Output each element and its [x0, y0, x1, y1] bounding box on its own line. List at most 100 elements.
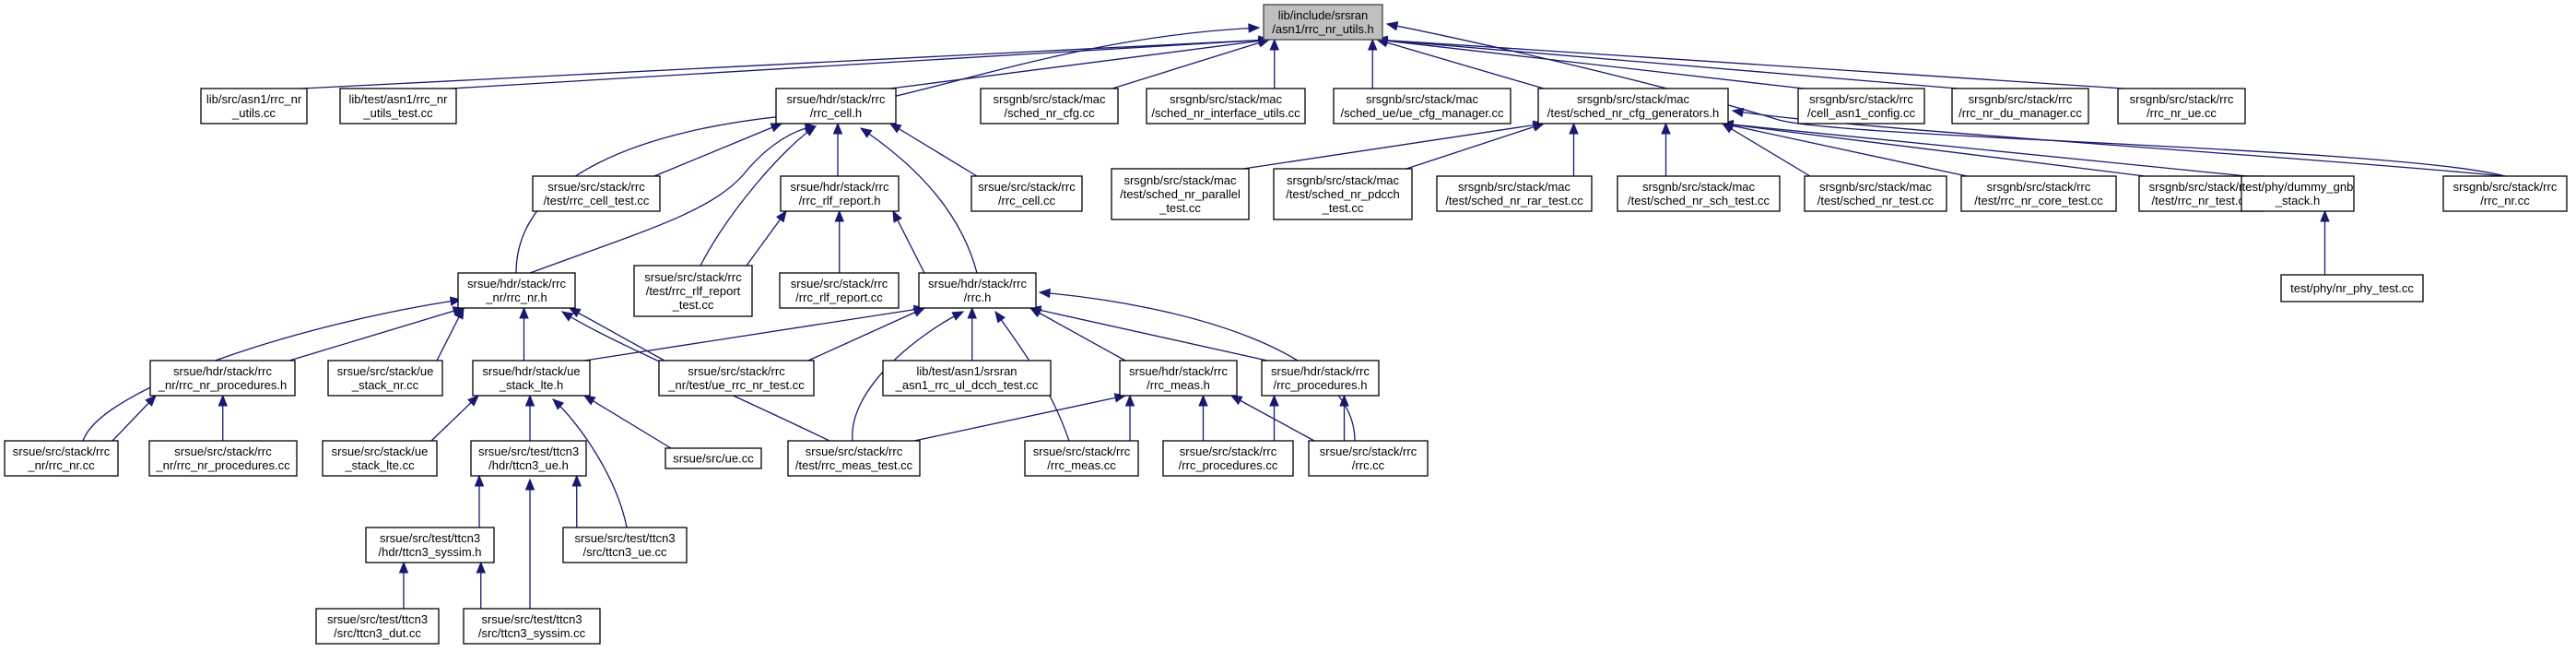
node-label-line: srsgnb/src/stack/mac [1287, 173, 1400, 187]
node-cell-asn1-config-cc[interactable]: srsgnb/src/stack/rrc/cell_asn1_config.cc [1797, 88, 1925, 124]
arrowhead [832, 122, 843, 135]
node-rrc-meas-h[interactable]: srsue/hdr/stack/rrc/rrc_meas.h [1119, 360, 1238, 397]
node-ttcn3-dut-cc[interactable]: srsue/src/test/ttcn3/src/ttcn3_dut.cc [315, 608, 440, 645]
node-ttcn3-ue-cc[interactable]: srsue/src/test/ttcn3/src/ttcn3_ue.cc [562, 527, 688, 563]
node-sched-nr-cfg-generators-h[interactable]: srsgnb/src/stack/mac/test/sched_nr_cfg_g… [1537, 88, 1729, 124]
node-rrc-nr-procedures-h[interactable]: srsue/hdr/stack/rrc_nr/rrc_nr_procedures… [149, 360, 296, 397]
node-ttcn3-syssim-h[interactable]: srsue/src/test/ttcn3/hdr/ttcn3_syssim.h [365, 527, 495, 563]
node-label-line: /rrc.cc [1352, 458, 1385, 472]
node-rrc-rlf-report-test-cc[interactable]: srsue/src/stack/rrc/test/rrc_rlf_report_… [633, 265, 753, 317]
node-ttcn3-ue-h[interactable]: srsue/src/test/ttcn3/hdr/ttcn3_ue.h [470, 440, 587, 477]
node-label-line: /rrc_rlf_report.h [799, 194, 881, 207]
node-box [1146, 88, 1306, 124]
node-ue-cfg-manager-cc[interactable]: srsgnb/src/stack/mac/sched_ue/ue_cfg_man… [1333, 88, 1511, 124]
edge-line [1029, 307, 1126, 362]
edge-line [1376, 39, 1958, 89]
node-sched-nr-parallel-test-cc[interactable]: srsgnb/src/stack/mac/test/sched_nr_paral… [1111, 168, 1250, 220]
edge-line [1242, 123, 1545, 170]
node-rrc-meas-cc[interactable]: srsue/src/stack/rrc/rrc_meas.cc [1024, 440, 1139, 477]
node-ue-rrc-nr-test-cc[interactable]: srsue/src/stack/rrc_nr/test/ue_rrc_nr_te… [658, 360, 815, 397]
node-rrc-rlf-report-cc[interactable]: srsue/src/stack/rrc/rrc_rlf_report.cc [779, 272, 900, 309]
node-rrc-nr-du-manager-cc[interactable]: srsgnb/src/stack/rrc/rrc_nr_du_manager.c… [1951, 88, 2089, 124]
node-rrc-cell-test-cc[interactable]: srsue/src/stack/rrc/test/rrc_cell_test.c… [532, 175, 661, 212]
node-rrc-cc[interactable]: srsue/src/stack/rrc/rrc.cc [1308, 440, 1429, 477]
node-rrc-cell-h[interactable]: srsue/hdr/stack/rrc/rrc_cell.h [775, 88, 897, 124]
arrowhead [1569, 122, 1579, 135]
node-rrc-meas-test-cc[interactable]: srsue/src/stack/rrc/test/rrc_meas_test.c… [787, 440, 921, 477]
arrowhead [1269, 394, 1279, 407]
node-sched-nr-interface-utils-cc[interactable]: srsgnb/src/stack/mac/sched_nr_interface_… [1146, 88, 1306, 124]
node-sched-nr-rar-test-cc[interactable]: srsgnb/src/stack/mac/test/sched_nr_rar_t… [1436, 175, 1593, 212]
node-label-line: _nr/test/ue_rrc_nr_test.cc [667, 378, 805, 392]
node-nr-phy-test-cc[interactable]: test/phy/nr_phy_test.cc [2280, 274, 2424, 302]
node-rrc-procedures-cc[interactable]: srsue/src/stack/rrc/rrc_procedures.cc [1162, 440, 1294, 477]
arrowhead [571, 474, 582, 487]
node-rrc-h[interactable]: srsue/hdr/stack/rrc/rrc.h [918, 272, 1037, 309]
node-label-line: srsue/src/stack/ue [332, 445, 429, 458]
node-label-line: srsgnb/src/stack/mac [1123, 173, 1237, 187]
arrowhead [770, 123, 783, 133]
node-rrc-nr-procedures-cc[interactable]: srsue/src/stack/rrc_nr/rrc_nr_procedures… [148, 440, 298, 477]
edge-rrc-nr-ue-cc-to-root [1375, 35, 2124, 89]
node-label-line: _nr/rrc_nr_procedures.cc [155, 458, 290, 472]
node-ue-stack-lte-h[interactable]: srsue/hdr/stack/ue_stack_lte.h [472, 360, 591, 397]
edge-sched-nr-cfg-generators-h-to-root [1375, 38, 1545, 89]
node-rrc-nr-ue-cc[interactable]: srsgnb/src/stack/rrc/rrc_nr_ue.cc [2117, 88, 2246, 124]
node-ue-rrc-nr-h[interactable]: srsue/hdr/stack/rrc_nr/rrc_nr.h [457, 272, 576, 309]
edge-nr-phy-test-cc-to-dummy-gnb-stack-h [2320, 209, 2330, 275]
node-label-line: srsgnb/src/stack/mac [1170, 92, 1283, 106]
node-rrc-ul-dcch-test-cc[interactable]: lib/test/asn1/srsran_asn1_rrc_ul_dcch_te… [882, 360, 1052, 397]
edge-line [1376, 39, 1805, 89]
edge-line [430, 395, 479, 442]
arrowhead [1368, 38, 1378, 51]
node-sched-nr-pdcch-test-cc[interactable]: srsgnb/src/stack/mac/test/sched_nr_pdcch… [1273, 168, 1413, 220]
arrowhead [994, 310, 1006, 324]
node-label-line: /hdr/ttcn3_ue.h [488, 458, 569, 472]
node-sched-nr-cfg-cc[interactable]: srsgnb/src/stack/mac/sched_nr_cfg.cc [980, 88, 1119, 124]
edge-path [700, 125, 817, 267]
node-ttcn3-syssim-cc[interactable]: srsue/src/test/ttcn3/src/ttcn3_syssim.cc [463, 608, 601, 645]
edge-rrc-nr-procedures-cc-to-rrc-nr-procedures-h [218, 394, 228, 441]
node-sched-nr-sch-test-cc[interactable]: srsgnb/src/stack/mac/test/sched_nr_sch_t… [1617, 175, 1781, 212]
node-label-line: srsgnb/src/stack/mac [1819, 180, 1933, 194]
edge-ue-stack-lte-h-to-ue-rrc-nr-h [519, 306, 529, 361]
node-label-line: srsgnb/src/stack/rrc [2130, 92, 2234, 106]
node-ue-stack-lte-cc[interactable]: srsue/src/stack/ue_stack_lte.cc [322, 440, 438, 477]
node-box [2280, 274, 2424, 302]
edge-ue-cc-to-ue-stack-lte-h [582, 395, 672, 449]
node-root[interactable]: lib/include/srsran/asn1/rrc_nr_utils.h [1263, 4, 1383, 41]
node-rrc-nr-utils-test-cc[interactable]: lib/test/asn1/rrc_nr_utils_test.cc [339, 88, 457, 124]
node-rrc-cell-cc[interactable]: srsue/src/stack/rrc/rrc_cell.cc [970, 175, 1083, 212]
edge-ue-cfg-manager-cc-to-root [1368, 38, 1378, 89]
edges-layer [82, 21, 2506, 609]
node-box [532, 175, 661, 212]
node-label-line: lib/test/asn1/rrc_nr [349, 92, 449, 106]
arrowhead [1339, 394, 1349, 407]
node-ue-rrc-nr-cc[interactable]: srsue/src/stack/rrc_nr/rrc_nr.cc [4, 440, 119, 477]
node-rrc-rlf-report-h[interactable]: srsue/hdr/stack/rrc/rrc_rlf_report.h [780, 175, 900, 212]
node-box [970, 175, 1083, 212]
node-asn1-rrc-nr-utils-cc[interactable]: lib/src/asn1/rrc_nr_utils.cc [200, 88, 308, 124]
node-label-line: srsue/src/stack/rrc [688, 364, 785, 378]
node-label-line: srsue/src/stack/rrc [1033, 445, 1131, 458]
arrowhead [145, 395, 157, 407]
edge-ue-stack-nr-cc-to-ue-rrc-nr-h [436, 306, 465, 362]
node-rrc-nr-core-test-cc[interactable]: srsgnb/src/stack/rrc/test/rrc_nr_core_te… [1960, 175, 2117, 212]
node-sched-nr-test-cc[interactable]: srsgnb/src/stack/mac/test/sched_nr_test.… [1804, 175, 1947, 212]
node-label-line: srsgnb/src/stack/mac [1366, 92, 1479, 106]
edge-ue-rrc-nr-test-cc-to-ue-rrc-nr-h [568, 307, 665, 362]
edge-line [583, 395, 672, 449]
node-ue-cc[interactable]: srsue/src/ue.cc [665, 447, 762, 469]
arrowhead [476, 561, 486, 574]
node-ue-stack-nr-cc[interactable]: srsue/src/stack/ue_stack_nr.cc [327, 360, 443, 397]
node-label-line: srsue/src/stack/rrc [547, 180, 645, 194]
edge-gnb-rrc-nr-cc-to-root [1385, 21, 2506, 177]
node-label-line: lib/include/srsran [1278, 8, 1369, 22]
edge-path [1039, 291, 1356, 442]
arrowhead [560, 311, 574, 322]
node-rrc-procedures-h[interactable]: srsue/hdr/stack/rrc/rrc_procedures.h [1261, 360, 1380, 397]
node-gnb-rrc-nr-cc[interactable]: srsgnb/src/stack/rrc/rrc_nr.cc [2442, 175, 2568, 212]
node-dummy-gnb-stack-h[interactable]: test/phy/dummy_gnb_stack.h [2241, 175, 2355, 212]
edge-sched-nr-interface-utils-cc-to-root [1269, 38, 1279, 89]
node-box [1333, 88, 1511, 124]
